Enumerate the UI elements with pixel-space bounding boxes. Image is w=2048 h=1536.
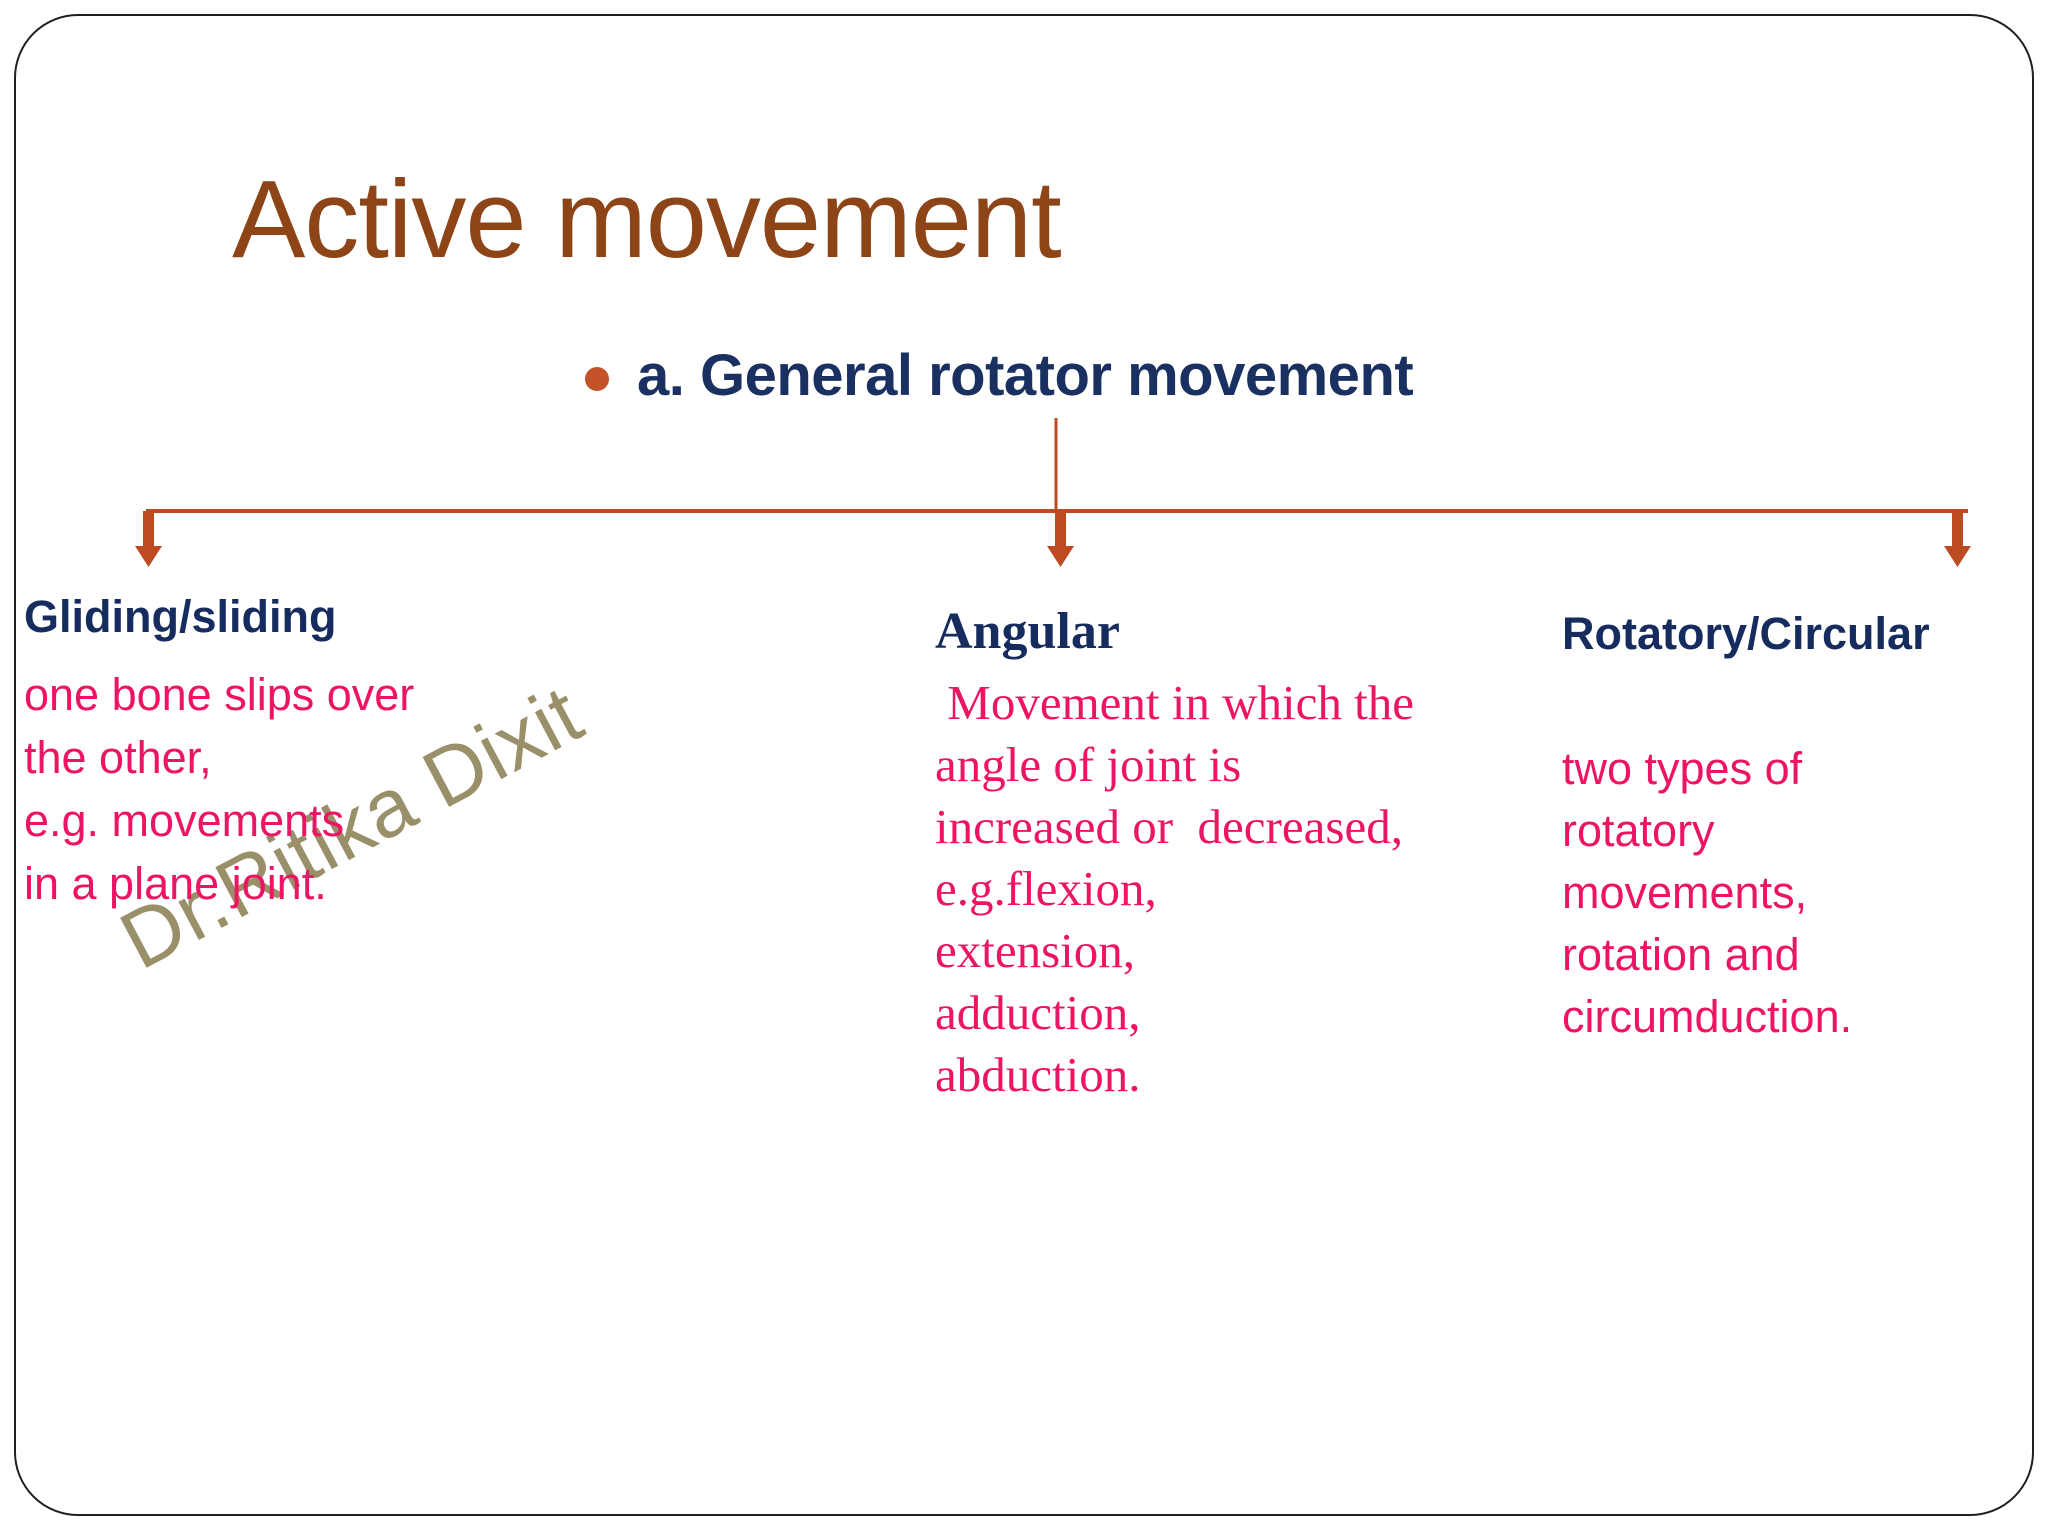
connector-arrow-center (1047, 511, 1074, 567)
column-body-gliding: one bone slips over the other, e.g. move… (24, 669, 415, 909)
page-title: Active movement (232, 158, 1062, 281)
slide-rounded-border (14, 14, 2034, 1516)
bullet-line: a. General rotator movement (585, 342, 1414, 409)
column-body-rotatory: two types of rotatory movements, rotatio… (1562, 743, 1853, 1042)
bullet-label: a. General rotator movement (637, 343, 1414, 408)
column-header-rotatory: Rotatory/Circular (1562, 608, 1930, 659)
column-rotatory-circular: Rotatory/Circular two types of rotatory … (1562, 602, 2002, 1048)
column-body-angular: Movement in which the angle of joint is … (935, 675, 1415, 1102)
bullet-dot-icon (585, 366, 609, 391)
column-header-gliding: Gliding/sliding (24, 591, 337, 642)
column-gliding-sliding: Gliding/sliding one bone slips over the … (24, 585, 494, 915)
column-header-angular: Angular (935, 603, 1120, 660)
connector-arrow-right (1944, 511, 1971, 567)
connector-arrow-left (135, 511, 162, 567)
column-angular: Angular Movement in which the angle of j… (935, 600, 1495, 1106)
